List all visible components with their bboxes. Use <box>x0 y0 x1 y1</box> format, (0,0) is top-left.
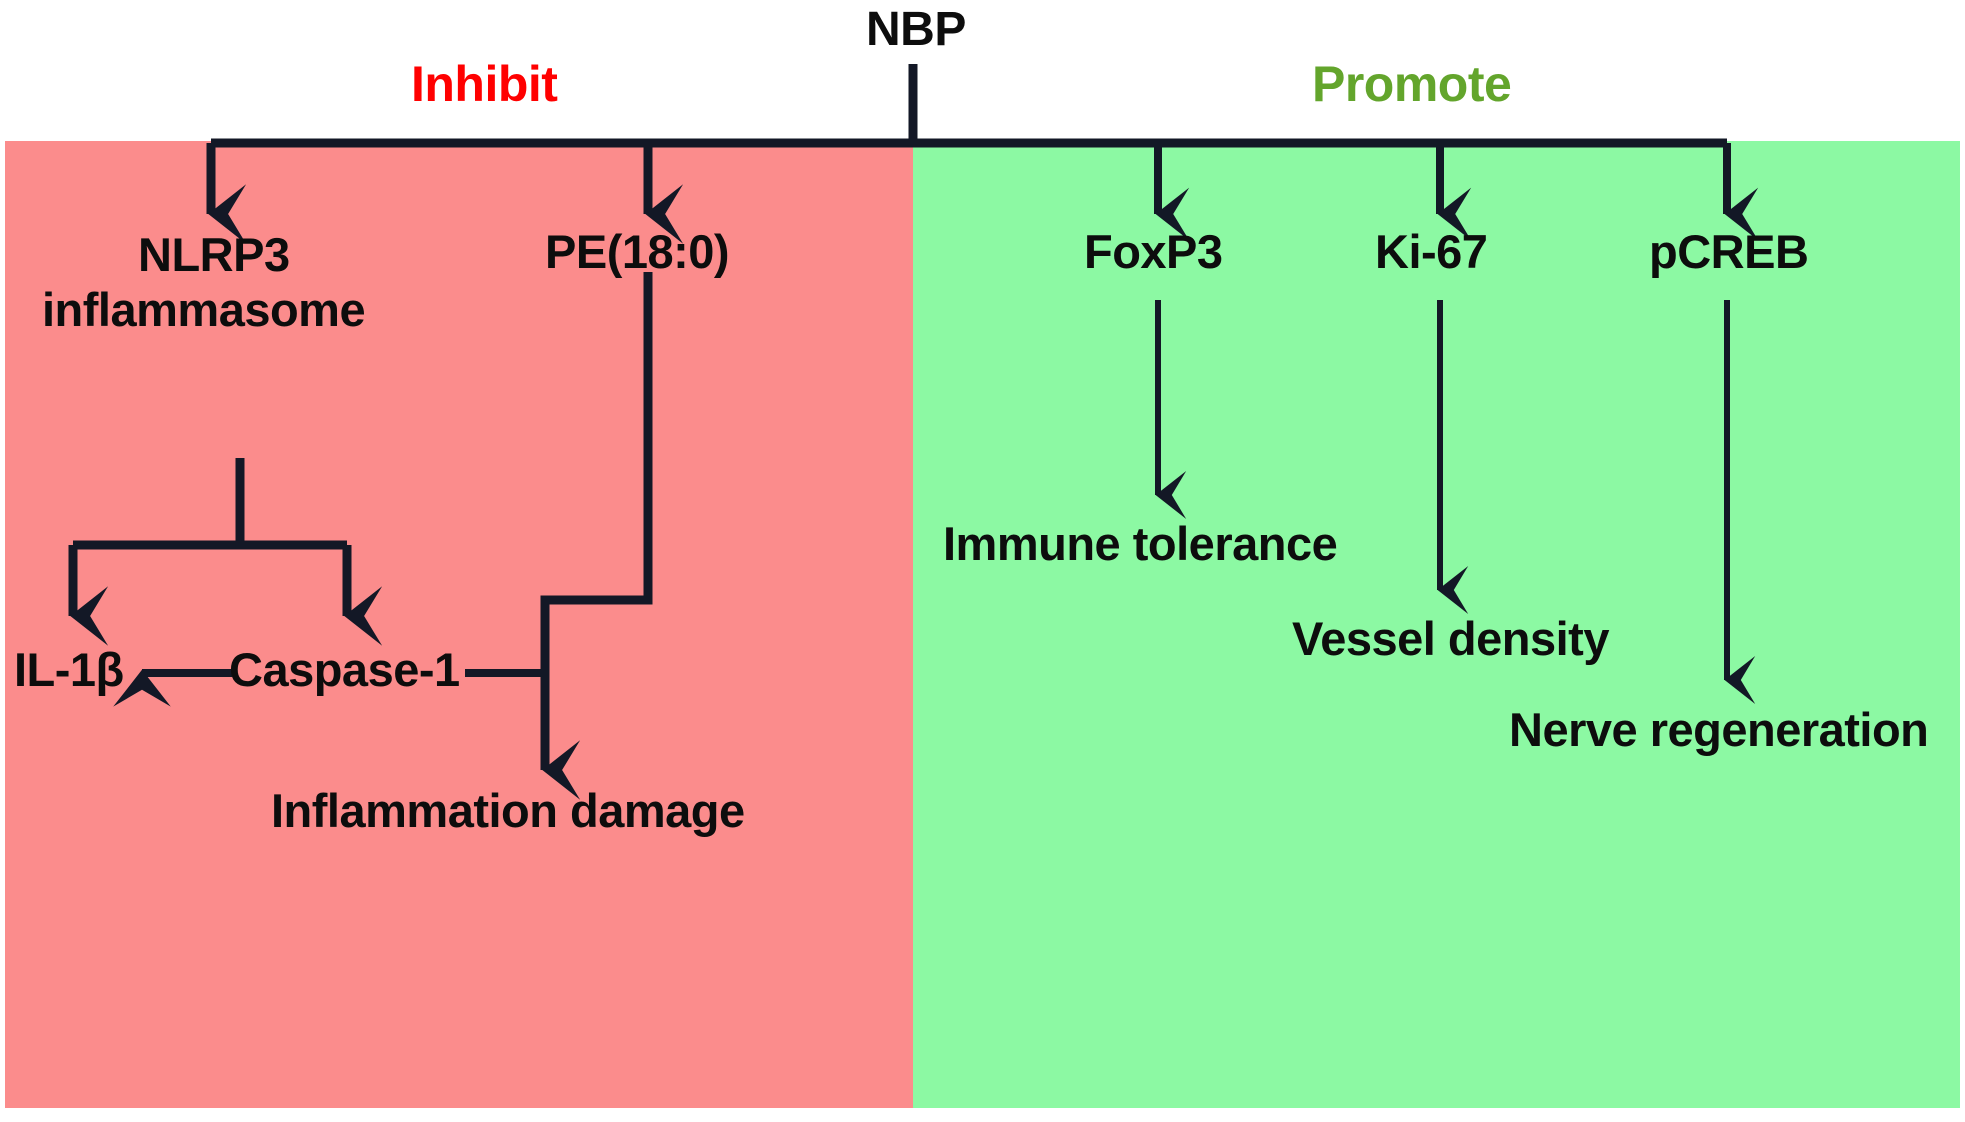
node-pcreb: pCREB <box>1649 225 1809 278</box>
node-pe180: PE(18:0) <box>545 225 730 278</box>
promote-panel <box>913 141 1960 1108</box>
node-nlrp3-inflammasome: NLRP3 inflammasome <box>42 227 366 338</box>
node-immune-tolerance: Immune tolerance <box>943 517 1338 570</box>
promote-caption: Promote <box>1312 56 1512 112</box>
inhibit-panel <box>5 141 913 1108</box>
node-il1b: IL-1β <box>14 643 124 696</box>
node-nerve-regeneration: Nerve regeneration <box>1509 703 1929 756</box>
node-foxp3: FoxP3 <box>1084 225 1223 278</box>
node-nlrp3-line1: NLRP3 <box>138 228 290 281</box>
node-vessel-density: Vessel density <box>1292 612 1609 665</box>
node-nlrp3-line2: inflammasome <box>42 283 366 337</box>
node-caspase1: Caspase-1 <box>229 643 460 696</box>
node-inflammation-damage: Inflammation damage <box>271 784 745 837</box>
node-nbp: NBP <box>866 3 966 56</box>
inhibit-caption: Inhibit <box>411 56 558 112</box>
node-ki67: Ki-67 <box>1375 225 1488 278</box>
